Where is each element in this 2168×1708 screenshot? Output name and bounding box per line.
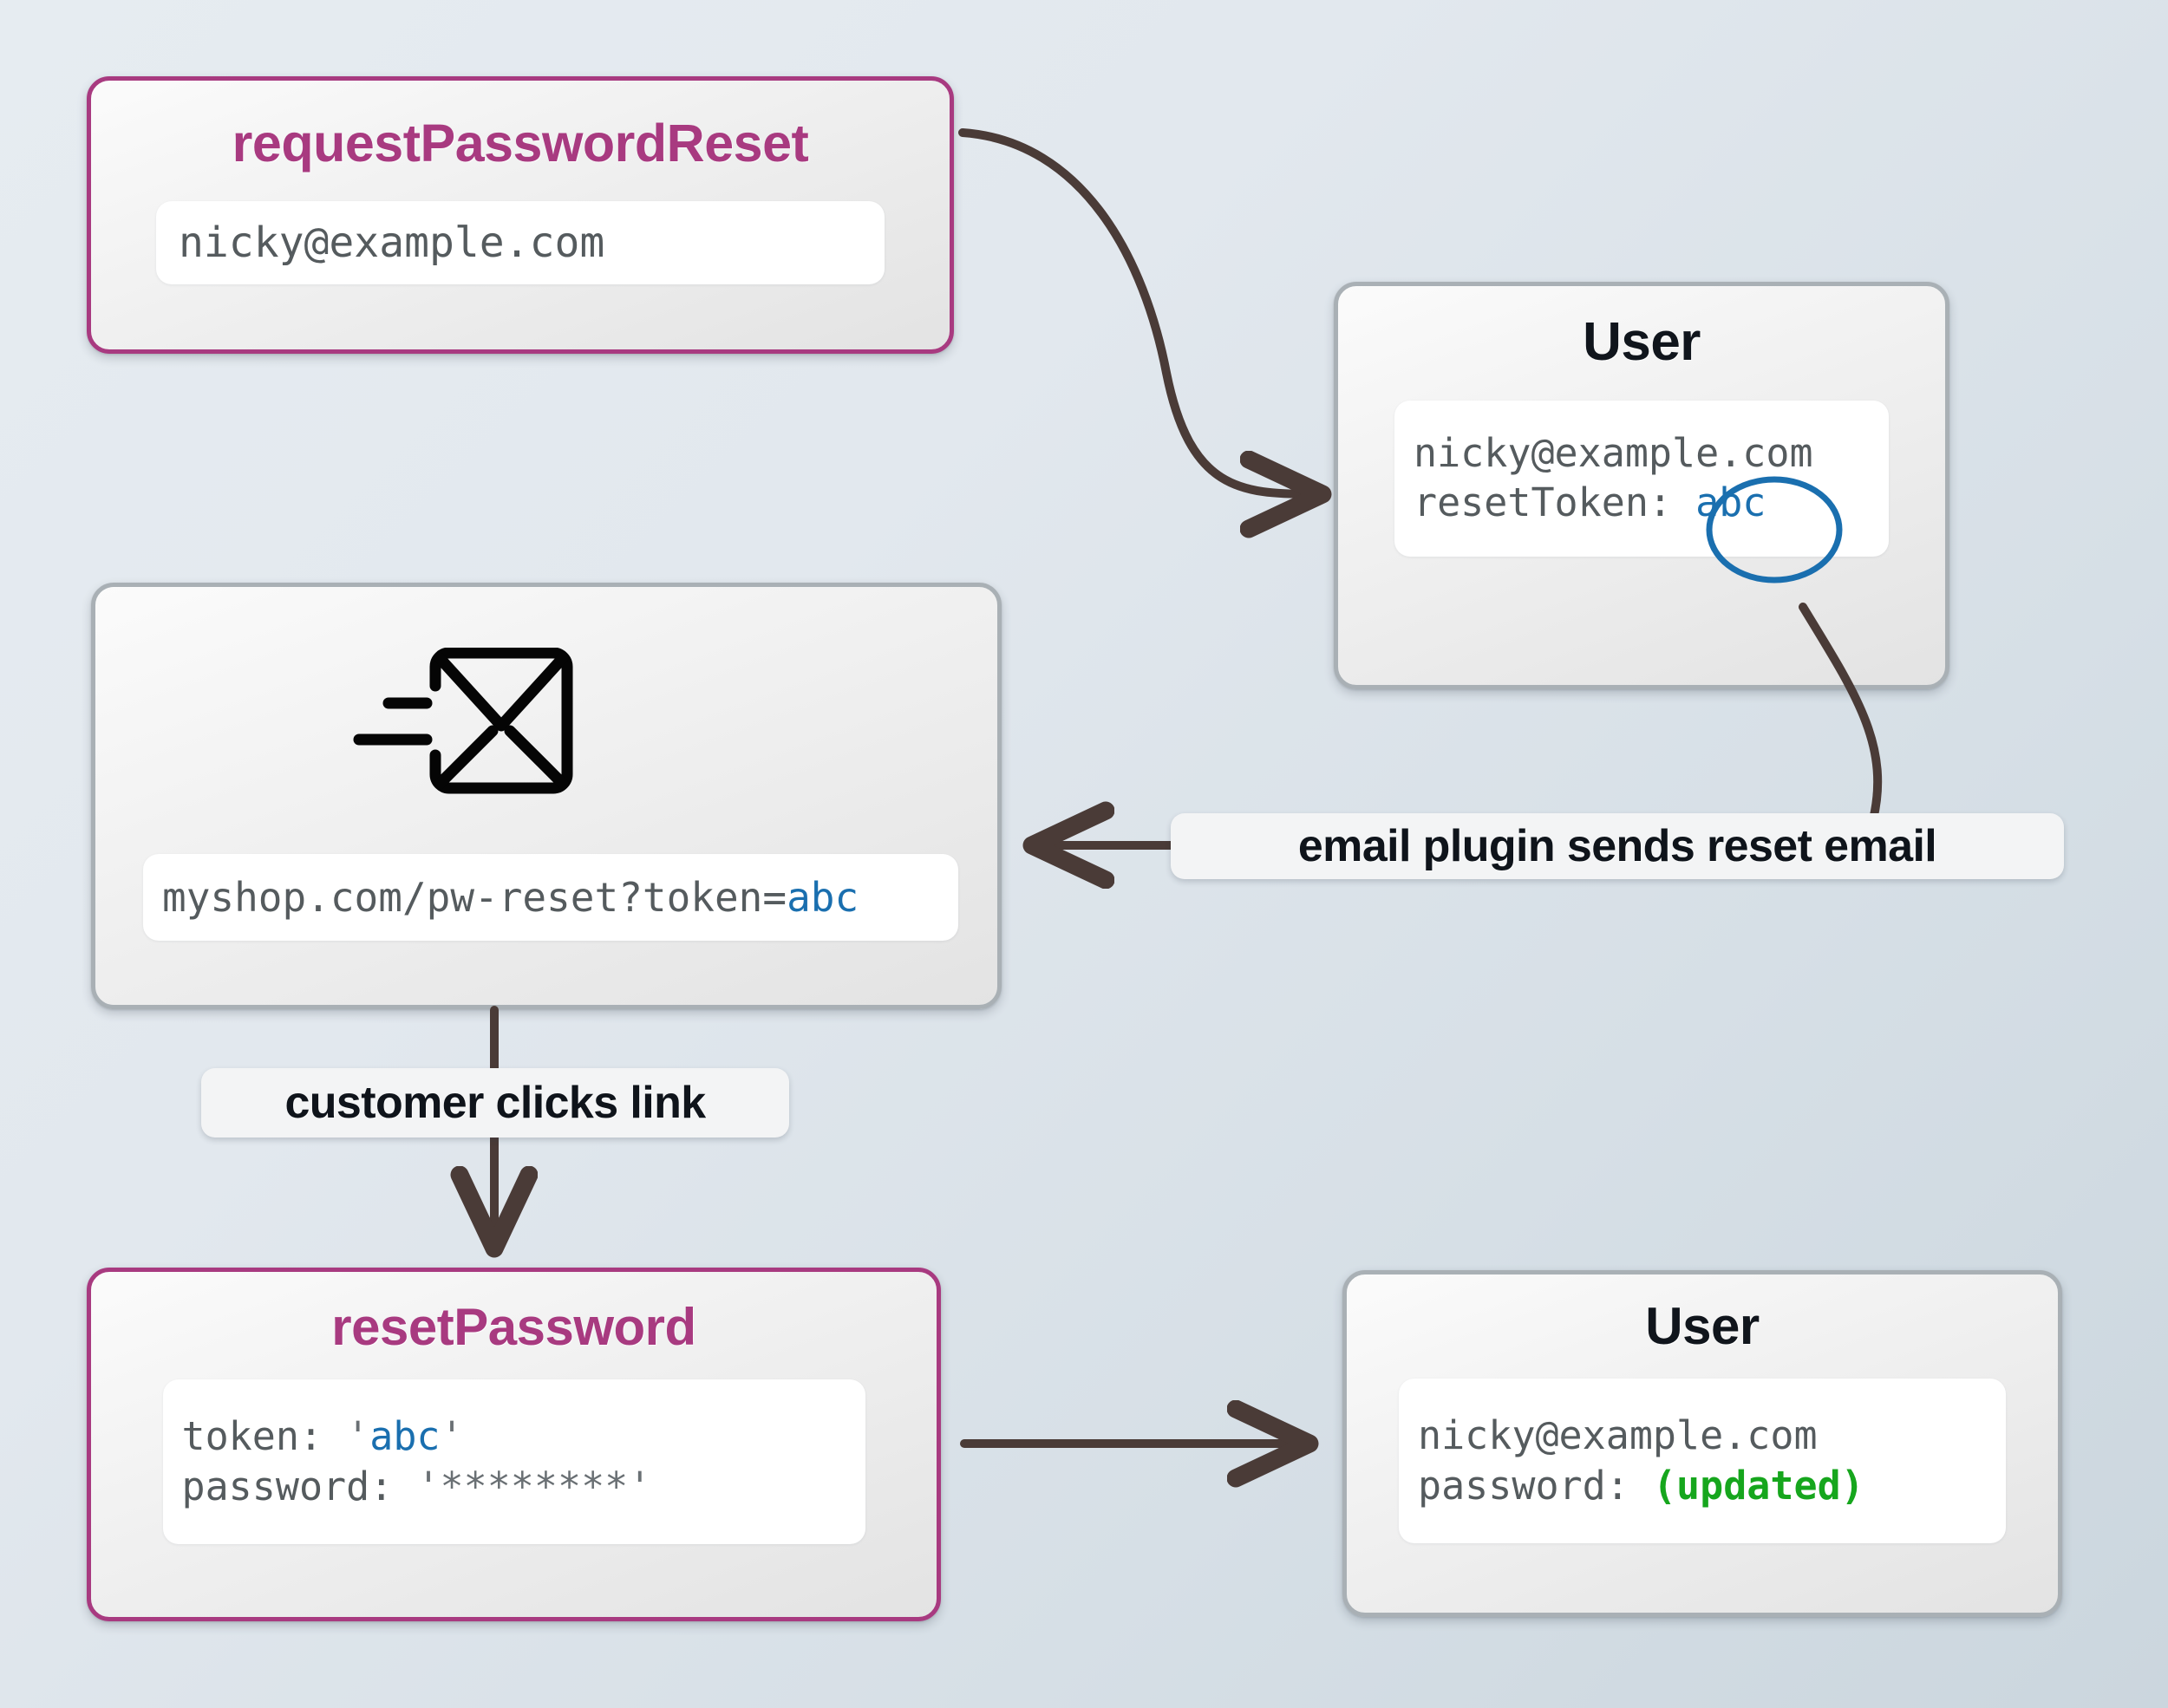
field-row-password: password: '********' <box>182 1462 846 1512</box>
node-title-reset-password: resetPassword <box>331 1298 696 1356</box>
password-key: password: <box>1418 1463 1653 1509</box>
field-reset-password: token: 'abc' password: '********' <box>162 1379 865 1544</box>
token-value: abc <box>369 1413 441 1460</box>
node-user-with-token[interactable]: User nicky@example.com resetToken: abc <box>1334 282 1949 689</box>
field-row-email: nicky@example.com <box>179 218 605 267</box>
field-reset-email-url: myshop.com/pw-reset?token=abc <box>143 854 958 941</box>
node-reset-password[interactable]: resetPassword token: 'abc' password: '**… <box>87 1268 941 1621</box>
envelope-send-icon <box>353 648 573 794</box>
url-base: myshop.com/pw-reset?token= <box>162 874 787 921</box>
node-request-password-reset[interactable]: requestPasswordReset nicky@example.com <box>87 76 954 354</box>
url-token-value: abc <box>787 874 859 921</box>
node-reset-email[interactable]: myshop.com/pw-reset?token=abc <box>91 583 1002 1009</box>
edge-label-customer-clicks: customer clicks link <box>201 1068 789 1138</box>
field-user-with-token: nicky@example.com resetToken: abc <box>1394 401 1889 557</box>
password-key: password: <box>181 1464 417 1509</box>
token-quote-open: ' <box>346 1413 370 1460</box>
reset-token-key: resetToken: <box>1414 479 1696 525</box>
node-title-request-password-reset: requestPasswordReset <box>232 114 809 173</box>
field-row-reset-token: resetToken: abc <box>1414 479 1870 528</box>
field-user-updated: nicky@example.com password: (updated) <box>1399 1379 2006 1543</box>
token-quote-close: ' <box>440 1413 464 1460</box>
node-title-user-with-token: User <box>1583 312 1701 372</box>
reset-token-value: abc <box>1695 479 1766 525</box>
password-value: ******** <box>440 1464 629 1509</box>
field-row-token: token: 'abc' <box>182 1411 846 1462</box>
node-user-updated[interactable]: User nicky@example.com password: (update… <box>1342 1270 2062 1617</box>
field-row-password: password: (updated) <box>1418 1461 1987 1511</box>
token-key: token: <box>181 1413 347 1460</box>
field-request-password-reset: nicky@example.com <box>156 201 885 284</box>
edge-label-email-plugin: email plugin sends reset email <box>1171 813 2064 879</box>
field-row-email: nicky@example.com <box>1418 1412 1818 1459</box>
password-quote-close: ' <box>628 1464 652 1509</box>
field-row-email: nicky@example.com <box>1414 430 1813 477</box>
node-title-user-updated: User <box>1645 1297 1760 1355</box>
password-status-value: (updated) <box>1652 1463 1864 1509</box>
password-quote-open: ' <box>416 1464 441 1509</box>
field-row-url: myshop.com/pw-reset?token=abc <box>162 874 939 921</box>
edge-request-to-user <box>958 128 1314 494</box>
